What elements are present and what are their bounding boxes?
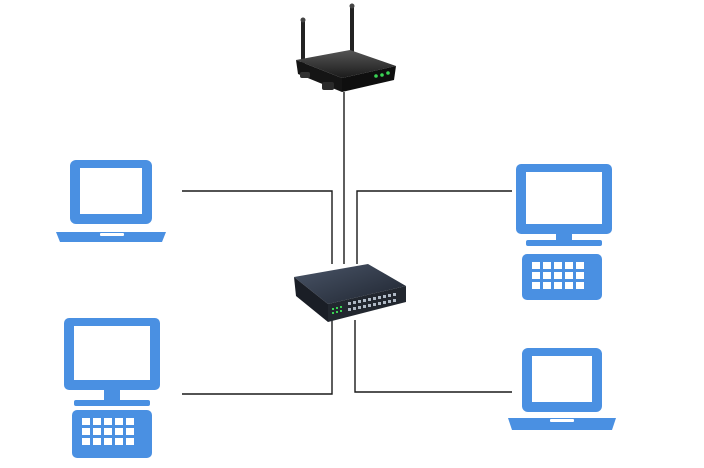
link-laptop-right-switch bbox=[354, 320, 512, 393]
link-desktop-left-switch bbox=[182, 320, 333, 395]
connection-lines bbox=[182, 92, 512, 395]
router-icon bbox=[296, 3, 396, 92]
desktop-left-icon bbox=[64, 318, 160, 458]
laptop-left-icon bbox=[56, 160, 166, 242]
link-desktop-right-switch bbox=[356, 190, 512, 264]
desktop-right-icon bbox=[516, 164, 612, 300]
laptop-right-icon bbox=[508, 348, 616, 430]
switch-icon bbox=[294, 264, 406, 322]
link-laptop-left-switch bbox=[182, 190, 333, 264]
